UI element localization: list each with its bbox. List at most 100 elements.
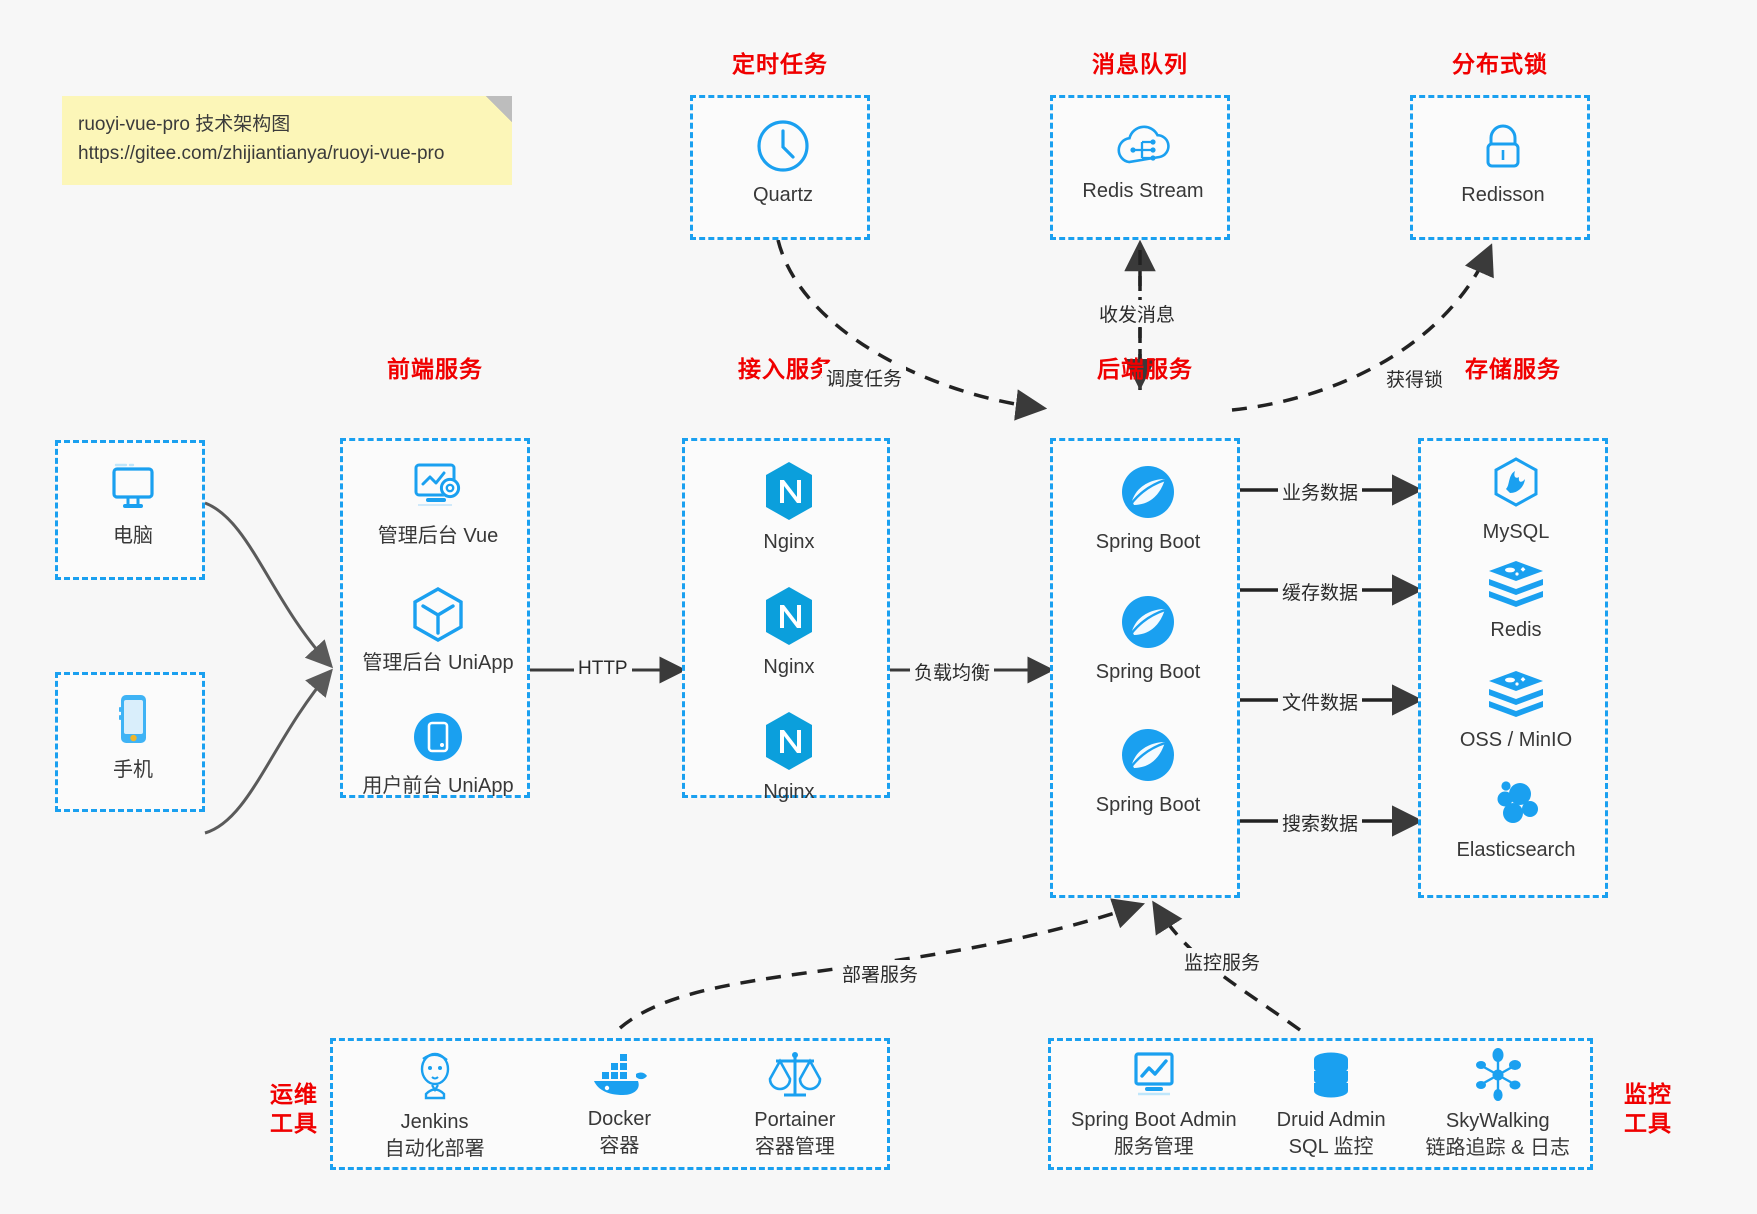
- node-label: Redisson: [1461, 184, 1545, 206]
- cloud-stream-icon: [1112, 120, 1174, 172]
- node-label: Spring Boot: [1095, 531, 1201, 553]
- node-docker[interactable]: Docker 容器: [588, 1050, 651, 1159]
- node-label: Spring Boot: [1095, 794, 1201, 816]
- node-nginx-3[interactable]: Nginx: [685, 709, 893, 805]
- group-box-backend: Spring Boot Spring Boot Spring Boot: [1050, 438, 1240, 898]
- group-box-gateway: Nginx Nginx Nginx: [682, 438, 893, 803]
- spring-boot-icon: [1117, 591, 1179, 653]
- node-label: Quartz: [752, 184, 814, 206]
- note-url: https://gitee.com/zhijiantianya/ruoyi-vu…: [78, 143, 445, 165]
- node-label: Redis: [1490, 619, 1542, 641]
- node-label: Docker: [587, 1107, 652, 1130]
- node-label: Nginx: [763, 656, 815, 678]
- oss-minio-icon: [1486, 669, 1546, 721]
- node-label: 用户前台 UniApp: [362, 775, 514, 797]
- group-label-scheduler: 定时任务: [732, 51, 828, 77]
- dashboard-gear-icon: [406, 459, 470, 517]
- node-jenkins[interactable]: Jenkins 自动化部署: [385, 1047, 485, 1162]
- note-title: ruoyi-vue-pro 技术架构图: [78, 114, 291, 135]
- node-sublabel: 服务管理: [1113, 1135, 1194, 1158]
- lock-icon: [1475, 118, 1531, 176]
- node-skywalking[interactable]: SkyWalking 链路追踪 & 日志: [1425, 1047, 1570, 1161]
- node-label: OSS / MinIO: [1459, 729, 1573, 751]
- monitor-chart-icon: [1125, 1049, 1183, 1101]
- node-portainer[interactable]: Portainer 容器管理: [754, 1049, 835, 1160]
- mysql-icon: [1488, 455, 1544, 513]
- node-nginx-2[interactable]: Nginx: [685, 584, 893, 680]
- node-mobile[interactable]: 手机: [58, 691, 208, 783]
- group-label-gateway: 接入服务: [738, 356, 834, 382]
- node-redisson[interactable]: Redisson: [1413, 118, 1593, 208]
- node-admin-uniapp[interactable]: 管理后台 UniApp: [343, 584, 533, 676]
- mobile-circle-icon: [408, 709, 468, 767]
- group-label-backend: 后端服务: [1097, 356, 1193, 382]
- portainer-icon: [766, 1049, 824, 1101]
- node-user-uniapp[interactable]: 用户前台 UniApp: [343, 709, 533, 799]
- group-box-scheduler: Quartz: [690, 95, 870, 240]
- node-label: 手机: [113, 759, 153, 781]
- node-spring-boot-2[interactable]: Spring Boot: [1053, 591, 1243, 685]
- edge-label-business-data: 业务数据: [1278, 478, 1363, 505]
- node-mysql[interactable]: MySQL: [1421, 455, 1611, 545]
- node-spring-boot-admin[interactable]: Spring Boot Admin 服务管理: [1071, 1049, 1237, 1160]
- redis-icon: [1486, 559, 1546, 611]
- node-spring-boot-1[interactable]: Spring Boot: [1053, 461, 1243, 555]
- node-redis-stream[interactable]: Redis Stream: [1053, 120, 1233, 204]
- group-label-monitoring-line1: 监控: [1624, 1081, 1672, 1107]
- edge-label-deploy-service: 部署服务: [838, 960, 923, 987]
- node-label: Spring Boot: [1095, 661, 1201, 683]
- edge-label-acquire-lock: 获得锁: [1382, 365, 1448, 392]
- spring-boot-icon: [1117, 461, 1179, 523]
- node-label: Nginx: [763, 781, 815, 803]
- node-label: Redis Stream: [1082, 180, 1204, 202]
- group-box-message-queue: Redis Stream: [1050, 95, 1230, 240]
- node-desktop[interactable]: 电脑: [58, 461, 208, 549]
- group-label-storage: 存储服务: [1465, 356, 1561, 382]
- node-admin-vue[interactable]: 管理后台 Vue: [343, 459, 533, 549]
- node-oss-minio[interactable]: OSS / MinIO: [1421, 669, 1611, 753]
- node-label: Druid Admin: [1276, 1108, 1386, 1131]
- group-box-client-desktop: 电脑: [55, 440, 205, 580]
- node-sublabel: 容器: [599, 1134, 640, 1157]
- group-box-monitoring: Spring Boot Admin 服务管理 Druid Admin SQL 监…: [1048, 1038, 1593, 1170]
- docker-icon: [588, 1050, 650, 1100]
- edge-label-load-balance: 负载均衡: [910, 658, 995, 685]
- node-sublabel: 链路追踪 & 日志: [1425, 1136, 1570, 1159]
- database-icon: [1305, 1049, 1357, 1101]
- node-nginx-1[interactable]: Nginx: [685, 459, 893, 555]
- node-sublabel: 容器管理: [754, 1135, 835, 1158]
- node-label: MySQL: [1482, 521, 1550, 543]
- group-label-devops-line2: 工具: [270, 1109, 318, 1136]
- node-sublabel: SQL 监控: [1288, 1135, 1374, 1158]
- skywalking-icon: [1470, 1047, 1526, 1102]
- node-label: Portainer: [754, 1108, 836, 1131]
- node-label: SkyWalking: [1445, 1109, 1550, 1132]
- node-druid-admin[interactable]: Druid Admin SQL 监控: [1277, 1049, 1386, 1160]
- node-spring-boot-3[interactable]: Spring Boot: [1053, 724, 1243, 818]
- group-label-devops-line1: 运维: [270, 1081, 318, 1107]
- edge-label-http: HTTP: [574, 658, 632, 680]
- node-sublabel: 自动化部署: [384, 1137, 485, 1160]
- group-box-client-mobile: 手机: [55, 672, 205, 812]
- group-label-monitoring-line2: 工具: [1624, 1109, 1672, 1136]
- group-label-distributed-lock: 分布式锁: [1452, 51, 1548, 77]
- group-box-devops: Jenkins 自动化部署 Docker 容器: [330, 1038, 890, 1170]
- node-label: 管理后台 UniApp: [362, 652, 514, 674]
- edge-label-monitor-service: 监控服务: [1180, 948, 1265, 975]
- edge-label-schedule-task: 调度任务: [822, 364, 907, 391]
- group-label-monitoring: 监控 工具: [1612, 1080, 1684, 1138]
- clock-icon: [753, 116, 813, 176]
- group-box-storage: MySQL Redis: [1418, 438, 1608, 898]
- nginx-icon: [760, 584, 818, 648]
- group-label-frontend: 前端服务: [387, 356, 483, 382]
- node-quartz[interactable]: Quartz: [693, 116, 873, 208]
- group-label-message-queue: 消息队列: [1092, 51, 1188, 77]
- node-redis[interactable]: Redis: [1421, 559, 1611, 643]
- desktop-icon: [104, 461, 162, 517]
- elasticsearch-icon: [1487, 775, 1545, 831]
- note-fold-corner: [486, 96, 512, 122]
- node-elasticsearch[interactable]: Elasticsearch: [1421, 775, 1611, 863]
- nginx-icon: [760, 709, 818, 773]
- edge-label-search-data: 搜索数据: [1278, 809, 1363, 836]
